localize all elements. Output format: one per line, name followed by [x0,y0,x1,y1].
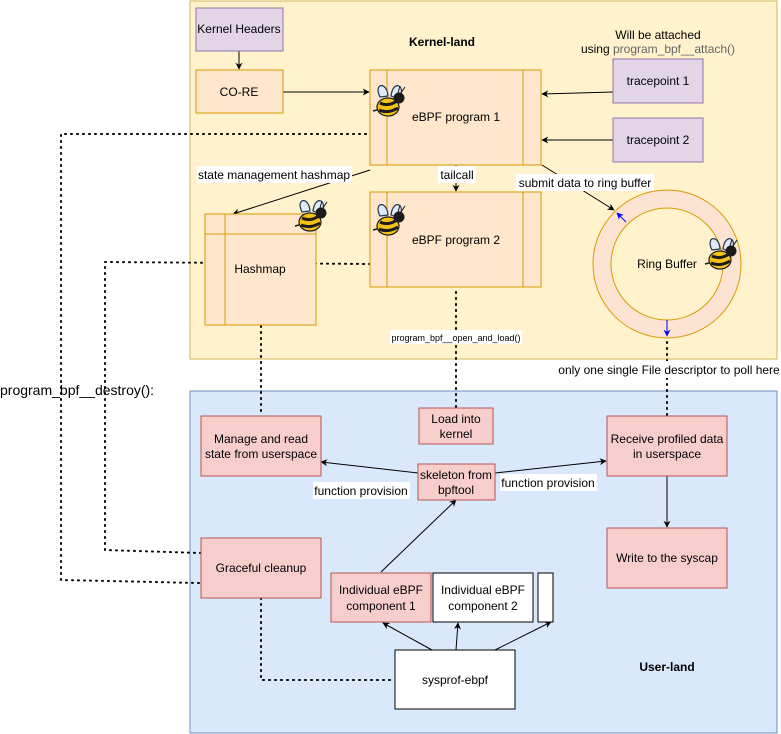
svg-text:in userspace: in userspace [633,447,701,461]
tracepoint-1-box: tracepoint 1 [612,58,704,104]
svg-text:Load into: Load into [431,412,481,426]
svg-text:Manage and read: Manage and read [214,432,308,446]
svg-text:kernel: kernel [440,427,473,441]
write-syscap-box: Write to the syscap [606,527,728,589]
will-be-attached-label: Will be attached [615,28,700,42]
svg-text:component 2: component 2 [448,599,518,613]
svg-text:CO-RE: CO-RE [220,85,259,99]
ebpf-program-1-box: eBPF program 1 [369,69,542,166]
attach-using-label: using program_bpf__attach() [581,42,735,56]
co-re-box: CO-RE [195,69,284,114]
svg-text:eBPF program 2: eBPF program 2 [412,233,500,247]
svg-text:Individual eBPF: Individual eBPF [339,583,423,597]
component-3-box [537,572,554,623]
svg-text:Kernel Headers: Kernel Headers [197,22,280,36]
svg-text:Receive profiled data: Receive profiled data [611,432,724,446]
component-1-box: Individual eBPF component 1 [330,572,432,623]
skeleton-box: skeleton from bpftool [417,463,496,501]
svg-text:Graceful cleanup: Graceful cleanup [216,561,307,575]
function-provision-right-label: function provision [501,476,594,490]
arrows [232,51,671,651]
svg-text:Hashmap: Hashmap [234,262,286,276]
kernel-land-title: Kernel-land [409,35,475,49]
graceful-cleanup-box: Graceful cleanup [200,537,322,599]
svg-text:Individual eBPF: Individual eBPF [441,583,525,597]
component-2-box: Individual eBPF component 2 [432,572,534,623]
state-management-label: state management hashmap [198,168,350,182]
user-land-title: User-land [639,660,694,674]
tracepoint-2-box: tracepoint 2 [612,117,704,163]
svg-text:tracepoint 2: tracepoint 2 [627,133,690,147]
load-into-kernel-box: Load into kernel [418,407,494,445]
svg-text:component 1: component 1 [346,599,416,613]
receive-data-box: Receive profiled data in userspace [606,415,728,477]
svg-text:Ring Buffer: Ring Buffer [637,257,697,271]
function-provision-left-label: function provision [314,484,407,498]
open-and-load-label: program_bpf__open_and_load() [391,333,520,343]
manage-state-box: Manage and read state from userspace [200,415,322,477]
submit-ring-label: submit data to ring buffer [519,176,652,190]
svg-text:eBPF program 1: eBPF program 1 [412,110,500,124]
hashmap-box: Hashmap [204,213,317,326]
svg-text:skeleton from: skeleton from [420,468,492,482]
tailcall-label: tailcall [440,168,473,182]
ring-buffer: Ring Buffer [592,189,742,339]
svg-text:tracepoint 1: tracepoint 1 [627,74,690,88]
svg-text:Write to the syscap: Write to the syscap [616,551,718,565]
svg-text:sysprof-ebpf: sysprof-ebpf [422,673,489,687]
destroy-label: program_bpf__destroy(): [0,382,154,398]
svg-text:state from userspace: state from userspace [205,447,317,461]
sysprof-ebpf-box: sysprof-ebpf [394,649,516,710]
single-fd-label: only one single File descriptor to poll … [558,363,780,377]
svg-text:bpftool: bpftool [438,483,474,497]
kernel-headers-box: Kernel Headers [195,7,284,52]
